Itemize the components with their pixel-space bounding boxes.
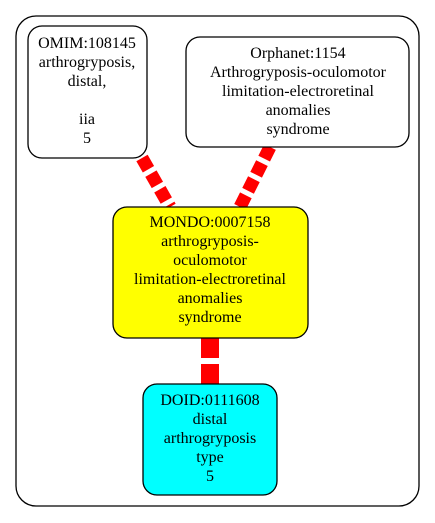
edges	[136, 144, 276, 384]
node-mondo-line-6: syndrome	[178, 309, 241, 326]
node-doid-line-4: type	[196, 449, 224, 466]
node-mondo-line-5: anomalies	[178, 290, 243, 307]
node-omim-label: OMIM:108145 arthrogryposis, distal, iia …	[38, 35, 136, 147]
node-orphanet-line-1: Orphanet:1154	[250, 45, 345, 62]
node-orphanet-line-3: limitation-electroretinal	[222, 83, 374, 100]
node-doid-line-3: arthrogryposis	[164, 430, 256, 447]
node-mondo-line-3: oculomotor	[173, 252, 247, 269]
node-orphanet-label: Orphanet:1154 Arthrogryposis-oculomotor …	[210, 45, 387, 138]
node-omim-line-6: 5	[83, 130, 91, 147]
node-orphanet-line-4: anomalies	[266, 102, 331, 119]
node-mondo-line-2: arthrogryposis-	[161, 233, 259, 250]
node-orphanet-box	[185, 36, 410, 148]
node-mondo-box	[112, 206, 309, 339]
node-doid-line-1: DOID:0111608	[160, 392, 259, 409]
node-doid-line-2: distal	[193, 411, 228, 428]
node-doid-line-5: 5	[206, 468, 214, 485]
edge-omim-to-mondo	[136, 154, 176, 211]
node-doid[interactable]: DOID:0111608 distal arthrogryposis type …	[142, 383, 278, 496]
node-orphanet-line-2: Arthrogryposis-oculomotor	[210, 64, 387, 81]
node-omim[interactable]: OMIM:108145 arthrogryposis, distal, iia …	[27, 25, 148, 159]
node-omim-line-3: distal,	[68, 73, 107, 90]
node-orphanet-line-5: syndrome	[266, 121, 329, 138]
node-mondo[interactable]: MONDO:0007158 arthrogryposis- oculomotor…	[112, 206, 309, 339]
node-omim-line-1: OMIM:108145	[38, 35, 136, 52]
node-mondo-line-1: MONDO:0007158	[150, 214, 271, 231]
node-doid-box	[142, 383, 278, 496]
node-orphanet[interactable]: Orphanet:1154 Arthrogryposis-oculomotor …	[185, 36, 410, 148]
node-omim-box	[27, 25, 148, 159]
node-omim-line-5: iia	[79, 111, 95, 128]
node-mondo-label: MONDO:0007158 arthrogryposis- oculomotor…	[134, 214, 286, 326]
node-doid-label: DOID:0111608 distal arthrogryposis type …	[160, 392, 259, 485]
edge-orphanet-to-mondo	[234, 144, 276, 210]
node-omim-line-2: arthrogryposis,	[39, 54, 135, 71]
node-mondo-line-4: limitation-electroretinal	[134, 271, 286, 288]
